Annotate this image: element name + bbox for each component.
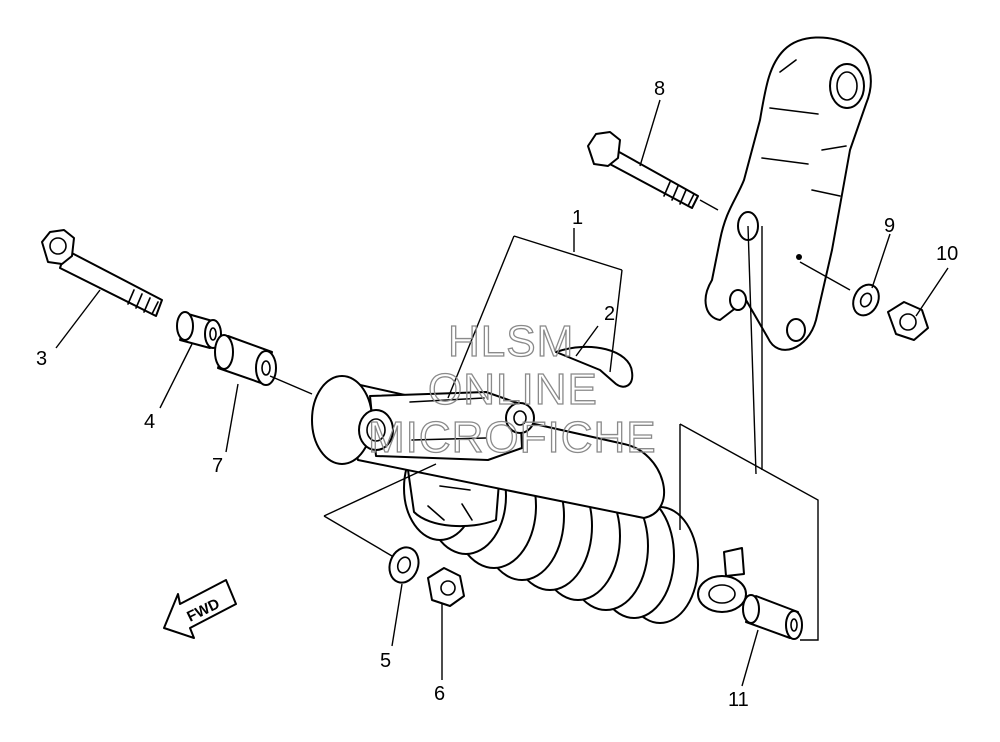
cover-2 [555, 345, 634, 388]
leader-lines [55, 99, 949, 687]
washer-9 [852, 283, 880, 317]
watermark-line-2: ONLINE [428, 365, 598, 414]
relay-arm [704, 36, 872, 351]
callout-10: 10 [936, 243, 958, 265]
collar-11 [742, 594, 803, 640]
collar-7 [214, 334, 277, 386]
callout-9: 9 [884, 215, 895, 237]
bolt-3 [41, 229, 163, 317]
callout-11: 11 [728, 689, 749, 711]
callout-7: 7 [212, 455, 223, 477]
collar-4 [176, 311, 222, 349]
fwd-arrow: FWD [163, 579, 237, 639]
callout-6: 6 [434, 683, 445, 705]
shock-absorber [311, 375, 747, 624]
watermark: HLSM ONLINE MICROFICHE [367, 316, 657, 462]
watermark-line-1: HLSM [448, 317, 574, 366]
callout-3: 3 [36, 348, 47, 370]
watermark-line-3: MICROFICHE [368, 413, 657, 462]
nut-6 [427, 567, 465, 607]
washer-5 [388, 546, 420, 584]
callout-2: 2 [604, 303, 615, 325]
callout-5: 5 [380, 650, 391, 672]
nut-10 [887, 301, 929, 341]
callout-8: 8 [654, 78, 665, 100]
bolt-8 [587, 131, 699, 209]
callout-4: 4 [144, 411, 155, 433]
callout-1: 1 [572, 207, 583, 229]
assembly-lines [269, 199, 851, 641]
callouts: 1 2 3 4 5 6 7 8 9 10 11 [36, 78, 958, 711]
